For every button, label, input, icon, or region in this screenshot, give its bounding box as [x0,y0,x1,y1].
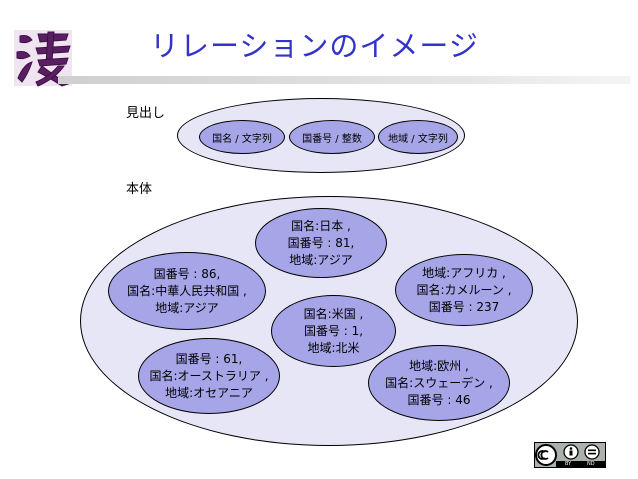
record-line: 国名:オーストラリア , [149,368,269,383]
record-line: 国番号 : 81, [287,235,355,250]
record-line: 国番号 : 86, [153,266,221,281]
record-line: 国番号 : 61, [175,351,243,366]
record-cameroon: 地域:アフリカ , 国名:カメルーン , 国番号 : 237 [395,254,533,326]
record-line: 地域:アジア [155,300,219,315]
record-line: 国番号 : 46 [407,392,471,407]
record-line: 地域:北米 [307,340,360,355]
attribute-country-code: 国番号 / 整数 [289,120,375,154]
record-japan: 国名:日本 , 国番号 : 81, 地域:アジア [255,208,387,278]
license-by-label: BY [565,461,572,467]
creative-commons-license-icon [534,442,606,468]
record-line: 国名:米国 , [303,306,364,321]
record-line: 国名:中華人民共和国 , [127,283,247,298]
record-line: 地域:アフリカ , [422,265,506,280]
title-underline [58,76,630,84]
record-line: 国名:カメルーン , [416,282,512,297]
license-nd-label: ND [587,461,595,467]
slide-title: リレーションのイメージ [150,29,479,63]
record-australia: 国番号 : 61, 国名:オーストラリア , 地域:オセアニア [138,338,280,414]
record-line: 地域:アジア [289,252,353,267]
record-line: 地域:オセアニア [165,385,253,400]
record-usa: 国名:米国 , 国番号 : 1, 地域:北米 [271,295,396,367]
record-line: 国番号 : 237 [428,299,500,314]
attribute-country-name: 国名 / 文字列 [199,120,285,154]
body-section-label: 本体 [126,182,153,197]
attribute-region: 地域 / 文字列 [378,120,458,154]
record-line: 地域:欧州 , [409,358,469,373]
record-line: 国番号 : 1, [303,323,364,338]
record-line: 国名:日本 , [291,218,351,233]
record-sweden: 地域:欧州 , 国名:スウェーデン , 国番号 : 46 [368,345,510,421]
record-line: 国名:スウェーデン , [385,375,493,390]
header-section-label: 見出し [126,106,166,121]
record-china: 国番号 : 86, 国名:中華人民共和国 , 地域:アジア [108,252,266,330]
